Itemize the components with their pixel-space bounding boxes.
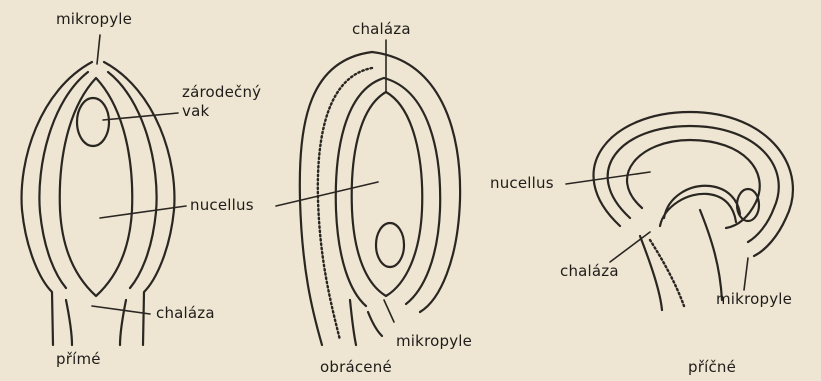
inverted-vascular-bundle: [318, 68, 372, 340]
label-inverted-chalaza: chaláza: [352, 22, 411, 37]
inverted-inner-integument: [336, 78, 384, 306]
label-transverse-nucellus: nucellus: [490, 176, 554, 191]
leader-inverted-micropyle: [384, 300, 394, 322]
label-transverse-chalaza: chaláza: [560, 264, 619, 279]
straight-embryo-sac: [77, 98, 109, 146]
caption-transverse: příčné: [688, 360, 736, 375]
label-transverse-micropyle: mikropyle: [716, 292, 792, 307]
inverted-inner-integument-right: [384, 78, 440, 304]
leader-inverted-nucellus: [276, 182, 378, 206]
transverse-outer-integument: [594, 112, 793, 256]
label-straight-micropyle: mikropyle: [56, 12, 132, 27]
transverse-funiculus: [640, 210, 722, 310]
straight-ovule: [22, 35, 186, 345]
straight-inner-integument: [39, 72, 88, 288]
leader-transverse-micropyle: [744, 258, 748, 290]
transverse-inner-integument: [608, 126, 779, 242]
straight-nucellus-outline: [60, 78, 132, 296]
inverted-embryo-sac: [376, 223, 404, 267]
leader-straight-chalaza: [92, 306, 150, 314]
transverse-inner-body: [660, 186, 740, 226]
caption-inverted: obrácené: [320, 360, 392, 375]
label-inverted-micropyle: mikropyle: [396, 334, 472, 349]
label-straight-chalaza: chaláza: [156, 306, 215, 321]
label-straight-embryo-sac-line2: vak: [182, 104, 209, 119]
inverted-ovule: [276, 40, 460, 345]
transverse-ovule: [566, 112, 793, 310]
label-straight-nucellus: nucellus: [190, 198, 254, 213]
leader-straight-micropyle: [97, 35, 100, 64]
caption-straight: přímé: [56, 352, 101, 367]
transverse-vascular-bundle: [650, 240, 684, 306]
label-straight-embryo-sac-line1: zárodečný: [182, 85, 261, 100]
